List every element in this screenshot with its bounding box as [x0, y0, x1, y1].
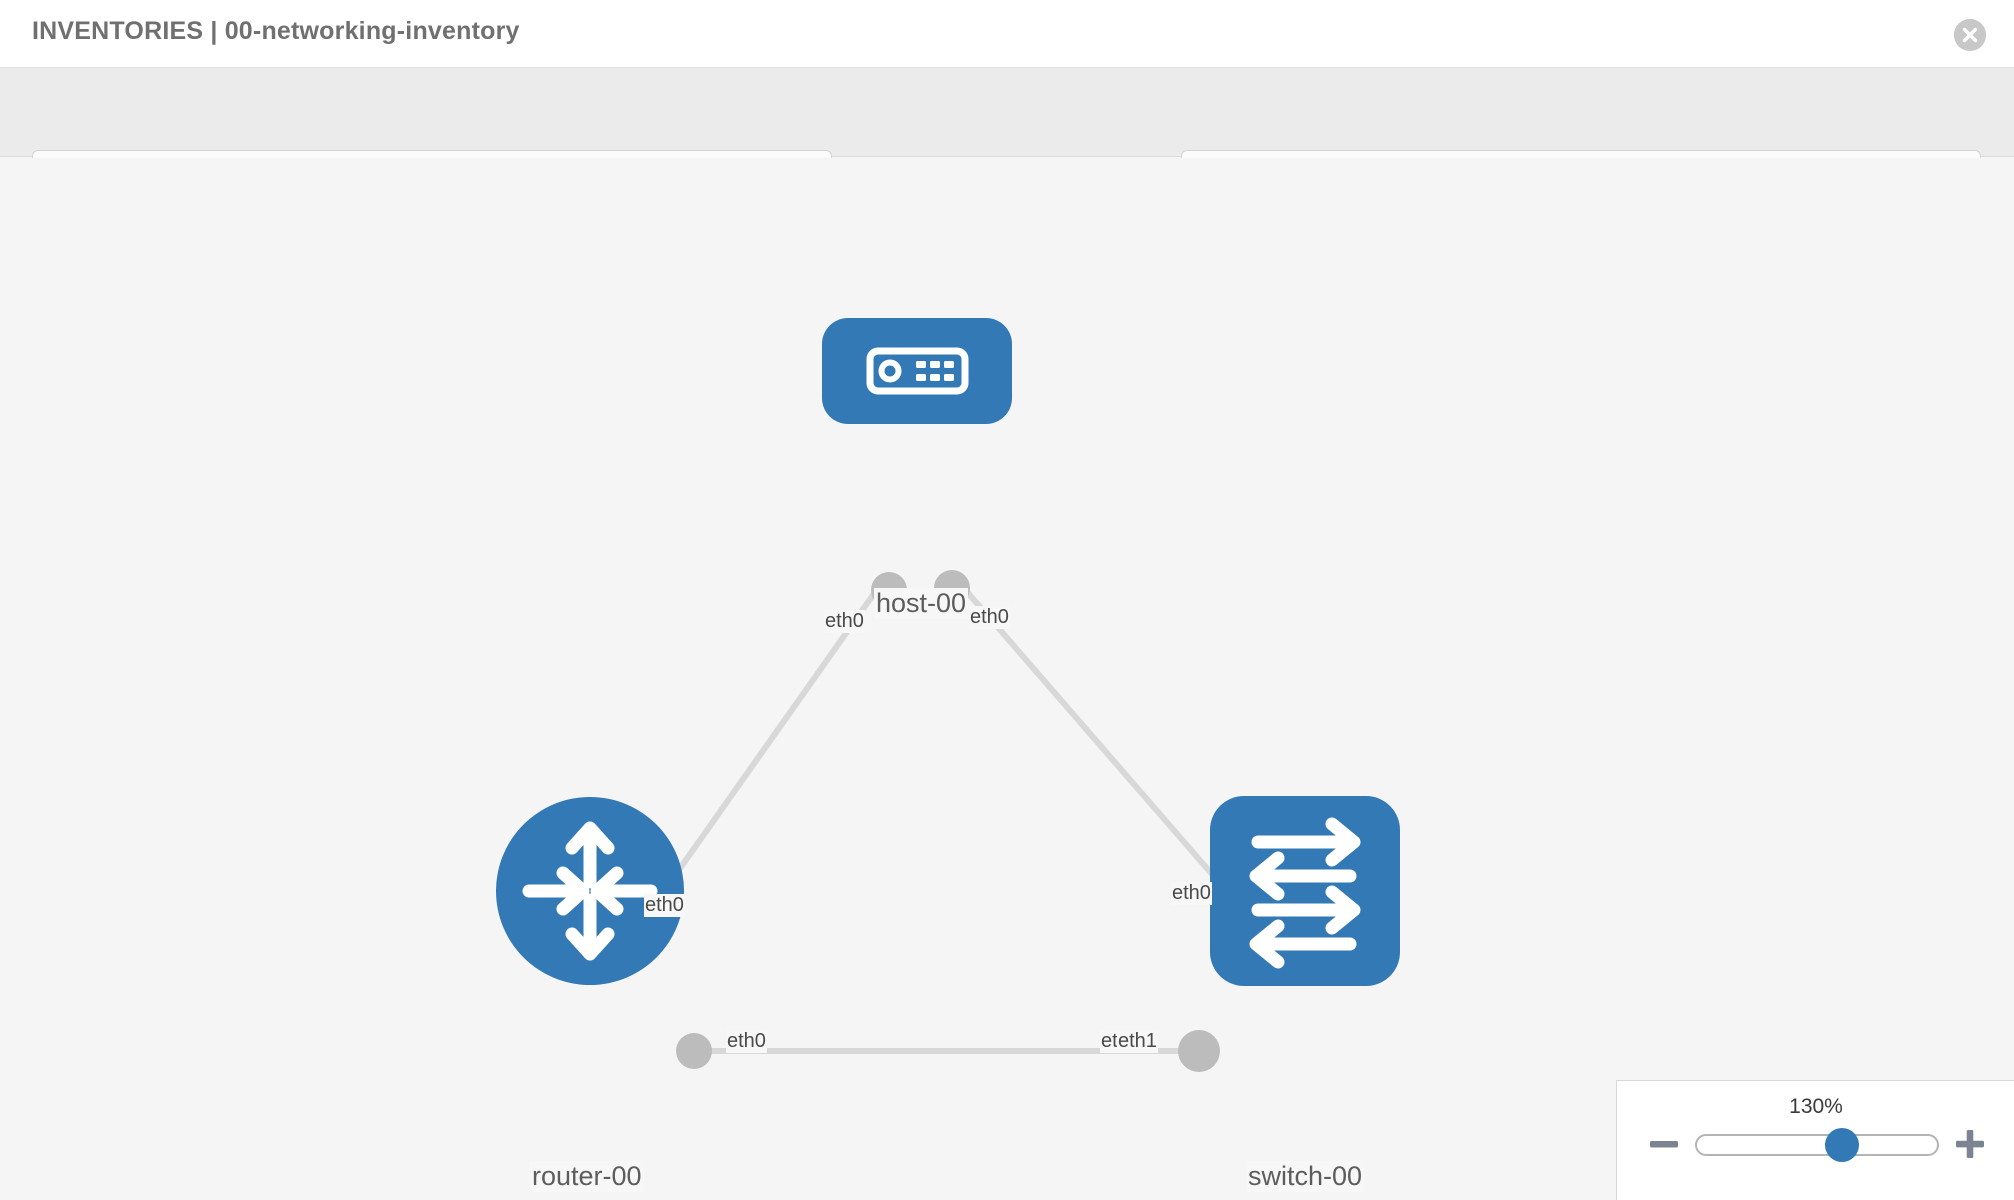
node-router-00[interactable]: [496, 797, 684, 985]
page-title: INVENTORIES | 00-networking-inventory: [32, 17, 520, 45]
toolbar: ACTIONS SEARCH: [0, 68, 2014, 202]
node-hit-host-00[interactable]: [822, 318, 1012, 424]
link-host-router: [642, 576, 888, 920]
connector-host-right: [934, 570, 970, 606]
topology-svg: [496, 318, 1400, 1072]
zoom-in-button[interactable]: [1953, 1127, 1987, 1161]
zoom-control: 130%: [1616, 1080, 2014, 1200]
node-host-00[interactable]: [822, 318, 1012, 424]
zoom-percent-label: 130%: [1789, 1095, 1843, 1118]
node-switch-00[interactable]: [1210, 796, 1400, 986]
topology-links: [642, 576, 1253, 1054]
link-host-switch: [952, 576, 1253, 920]
zoom-slider-thumb[interactable]: [1825, 1128, 1860, 1162]
connector-host-left: [871, 572, 907, 608]
node-hit-switch-00[interactable]: [1210, 796, 1400, 986]
close-icon[interactable]: [1954, 19, 1986, 51]
zoom-out-button[interactable]: [1647, 1127, 1681, 1161]
node-hit-router-00[interactable]: [496, 797, 684, 985]
topology-canvas[interactable]: host-00 router-00 switch-00 eth0 eth0 et…: [0, 158, 2014, 1200]
connector-switch-left: [1178, 1030, 1220, 1072]
connector-router-right: [676, 1033, 712, 1069]
zoom-slider[interactable]: [1695, 1128, 1939, 1162]
page-header: INVENTORIES | 00-networking-inventory: [0, 0, 2014, 68]
